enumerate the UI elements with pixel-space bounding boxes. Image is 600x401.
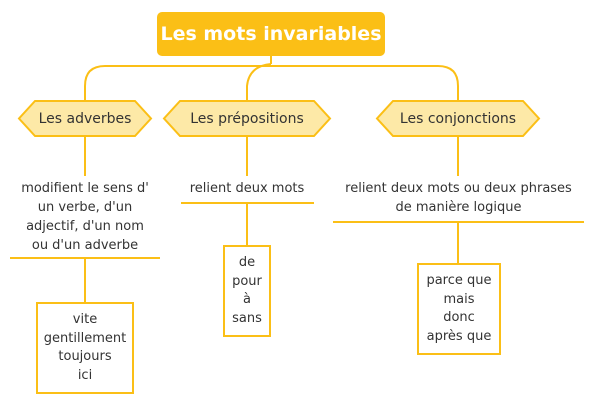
branch-description-prepositions: relient deux mots bbox=[189, 181, 305, 196]
examples-box-adverbes: vite gentillement toujours ici bbox=[36, 302, 134, 394]
example-item: à bbox=[243, 292, 251, 307]
example-item: sans bbox=[232, 310, 262, 326]
examples-box-prepositions: de pour à sans bbox=[223, 245, 271, 337]
connector-root-middle bbox=[246, 63, 272, 101]
example-item: après que bbox=[426, 328, 492, 344]
example-item: gentillement bbox=[43, 330, 127, 346]
branch-description-adverbes: modifient le sens d' un verbe, d'un adje… bbox=[21, 181, 149, 253]
hex-conjonctions bbox=[375, 100, 541, 137]
example-item: donc bbox=[443, 310, 475, 325]
example-item: toujours bbox=[58, 349, 112, 364]
diagram-title: Les mots invariables bbox=[157, 12, 385, 56]
branch-label-conjonctions: Les conjonctions bbox=[399, 110, 517, 127]
connector-root-split bbox=[84, 65, 459, 101]
hex-adverbes bbox=[17, 100, 153, 137]
branch-label-prepositions: Les prépositions bbox=[190, 110, 304, 127]
example-item: pour bbox=[232, 273, 262, 289]
example-item: de bbox=[238, 255, 256, 270]
branch-description-conjonctions: relient deux mots ou deux phrases de man… bbox=[345, 181, 572, 215]
example-item: ici bbox=[77, 367, 93, 383]
example-item: parce que bbox=[426, 273, 492, 288]
examples-box-conjonctions: parce que mais donc après que bbox=[417, 263, 501, 355]
hex-prepositions bbox=[162, 100, 332, 137]
example-item: mais bbox=[443, 291, 475, 307]
branch-label-adverbes: Les adverbes bbox=[38, 110, 132, 127]
example-item: vite bbox=[72, 312, 98, 327]
